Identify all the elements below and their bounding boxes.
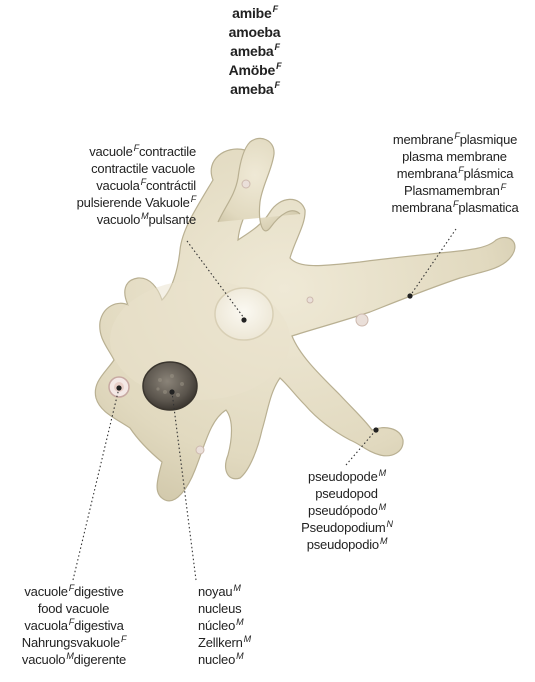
label-line: membranaFplásmica [380, 165, 530, 182]
label-pseudopod: pseudopodeM pseudopod pseudópodoM Pseudo… [282, 468, 412, 553]
label-line: ZellkernM [198, 634, 298, 651]
title-line: amebaF [180, 42, 330, 61]
nucleus [143, 362, 197, 410]
label-contractile-vacuole: vacuoleFcontractile contractile vacuole … [40, 143, 196, 228]
title-line: AmöbeF [180, 61, 330, 80]
label-line: núcleoM [198, 617, 298, 634]
label-line: membraneFplasmique [380, 131, 530, 148]
contractile-vacuole [215, 288, 273, 340]
label-line: pseudópodoM [282, 502, 412, 519]
label-line: pseudopod [282, 485, 412, 502]
label-line: plasma membrane [380, 148, 530, 165]
label-line: vacuolaFcontráctil [40, 177, 196, 194]
title-line: amoeba [180, 23, 330, 42]
title-line: amibeF [180, 4, 330, 23]
label-line: noyauM [198, 583, 298, 600]
title-line: amebaF [180, 80, 330, 99]
label-line: PseudopodiumN [282, 519, 412, 536]
label-line: contractile vacuole [40, 160, 196, 177]
label-line: vacuoloMdigerente [4, 651, 144, 668]
label-line: food vacuole [4, 600, 144, 617]
label-nucleus: noyauM nucleus núcleoM ZellkernM nucleoM [198, 583, 298, 668]
label-line: pulsierende VakuoleF [40, 194, 196, 211]
label-line: pseudopodeM [282, 468, 412, 485]
title-block: amibeF amoeba amebaF AmöbeF amebaF [180, 4, 330, 99]
label-line: NahrungsvakuoleF [4, 634, 144, 651]
label-line: pseudopodioM [282, 536, 412, 553]
label-plasma-membrane: membraneFplasmique plasma membrane membr… [380, 131, 530, 216]
label-line: nucleoM [198, 651, 298, 668]
label-line: vacuoleFdigestive [4, 583, 144, 600]
label-line: vacuolaFdigestiva [4, 617, 144, 634]
label-line: nucleus [198, 600, 298, 617]
label-line: vacuoleFcontractile [40, 143, 196, 160]
label-line: PlasmamembranF [380, 182, 530, 199]
label-line: membranaFplasmatica [380, 199, 530, 216]
label-food-vacuole: vacuoleFdigestive food vacuole vacuolaFd… [4, 583, 144, 668]
label-line: vacuoloMpulsante [40, 211, 196, 228]
